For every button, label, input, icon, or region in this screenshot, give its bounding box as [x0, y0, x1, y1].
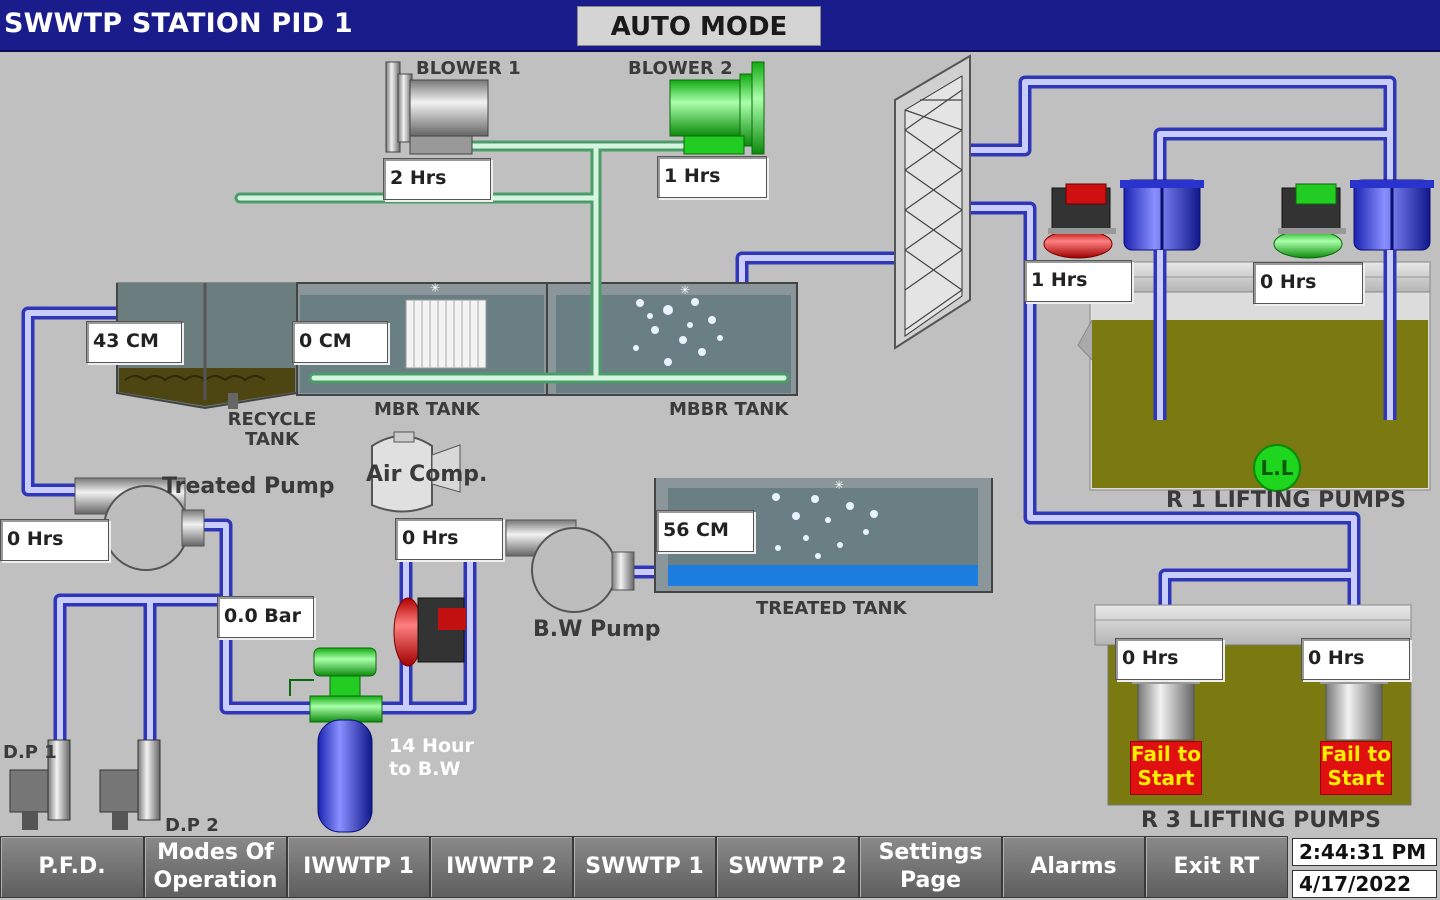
- recycle-tank-label: RECYCLE TANK: [227, 409, 317, 450]
- svg-text:✳: ✳: [430, 281, 440, 295]
- page-title: SWWTP STATION PID 1: [4, 8, 353, 39]
- clock-time: 2:44:31 PM: [1292, 838, 1437, 866]
- r3-pump-1-status: Fail to Start: [1130, 741, 1202, 795]
- bw-pump-label: B.W Pump: [533, 617, 661, 642]
- mbbr-tank-label: MBBR TANK: [669, 399, 789, 420]
- treated-pump: [74, 477, 205, 571]
- nav-exit-button[interactable]: Exit RT: [1145, 836, 1288, 898]
- clock-date: 4/17/2022: [1292, 870, 1437, 898]
- nav-iwwtp1-button[interactable]: IWWTP 1: [287, 836, 430, 898]
- bw-valve: [289, 647, 383, 723]
- title-bar: SWWTP STATION PID 1 AUTO MODE: [0, 0, 1440, 52]
- r3-pump-2: [1320, 676, 1388, 741]
- drain-pump-1: [9, 739, 71, 830]
- air-compressor: [371, 431, 461, 513]
- r3-label: R 3 LIFTING PUMPS: [1141, 808, 1381, 833]
- red-pump: [393, 597, 466, 667]
- r1-pump-2-hours: 0 Hrs: [1253, 262, 1363, 304]
- nav-iwwtp2-button[interactable]: IWWTP 2: [430, 836, 573, 898]
- blower-2: [669, 61, 765, 155]
- navigation-bar: P.F.D. Modes Of Operation IWWTP 1 IWWTP …: [0, 836, 1440, 900]
- r1-label: R 1 LIFTING PUMPS: [1166, 488, 1406, 513]
- mode-indicator: AUTO MODE: [577, 6, 821, 46]
- mbr-tank-level: 0 CM: [292, 321, 388, 363]
- air-comp-hours: 0 Hrs: [395, 518, 503, 560]
- treated-pump-hours: 0 Hrs: [0, 519, 109, 561]
- drain-pump-2: [99, 739, 161, 830]
- nav-modes-button[interactable]: Modes Of Operation: [144, 836, 287, 898]
- blower-2-label: BLOWER 2: [628, 58, 733, 79]
- r1-pump-2-motor: [1273, 183, 1346, 259]
- treated-tank-label: TREATED TANK: [756, 598, 907, 619]
- blower-1-hours: 2 Hrs: [383, 158, 491, 200]
- recycle-tank-level: 43 CM: [86, 321, 182, 363]
- bw-pump: [505, 519, 635, 613]
- mbr-tank-label: MBR TANK: [374, 399, 480, 420]
- svg-text:✳: ✳: [680, 283, 690, 297]
- pressure-vessel: [317, 719, 373, 833]
- r3-pump-1: [1132, 676, 1200, 741]
- air-comp-label: Air Comp.: [366, 462, 488, 487]
- bar-screen: [894, 54, 971, 350]
- r1-pump-2-impeller: [1350, 179, 1434, 251]
- r1-pump-1-hours: 1 Hrs: [1024, 260, 1132, 302]
- nav-swwtp2-button[interactable]: SWWTP 2: [716, 836, 859, 898]
- r1-pump-1-motor: [1043, 183, 1116, 259]
- nav-alarms-button[interactable]: Alarms: [1002, 836, 1145, 898]
- svg-text:✳: ✳: [834, 478, 844, 492]
- blower-2-hours: 1 Hrs: [657, 156, 767, 198]
- r3-pump-2-status: Fail to Start: [1320, 741, 1392, 795]
- blower-1-label: BLOWER 1: [416, 58, 521, 79]
- treated-tank-level: 56 CM: [656, 510, 754, 552]
- treated-pump-label: Treated Pump: [162, 474, 335, 499]
- r3-pump-2-hours: 0 Hrs: [1301, 638, 1410, 680]
- nav-settings-button[interactable]: Settings Page: [859, 836, 1002, 898]
- nav-pfd-button[interactable]: P.F.D.: [0, 836, 144, 898]
- nav-swwtp1-button[interactable]: SWWTP 1: [573, 836, 716, 898]
- blower-1: [385, 61, 489, 155]
- bw-timer-text: 14 Hour to B.W: [389, 735, 474, 780]
- dp1-label: D.P 1: [3, 742, 57, 763]
- r3-pump-1-hours: 0 Hrs: [1115, 638, 1223, 680]
- low-level-indicator: L.L: [1253, 444, 1301, 492]
- treated-tank-graphic: ✳: [654, 478, 993, 593]
- r1-pump-1-impeller: [1120, 179, 1204, 251]
- dp2-label: D.P 2: [165, 815, 219, 836]
- pressure-readout: 0.0 Bar: [217, 596, 314, 638]
